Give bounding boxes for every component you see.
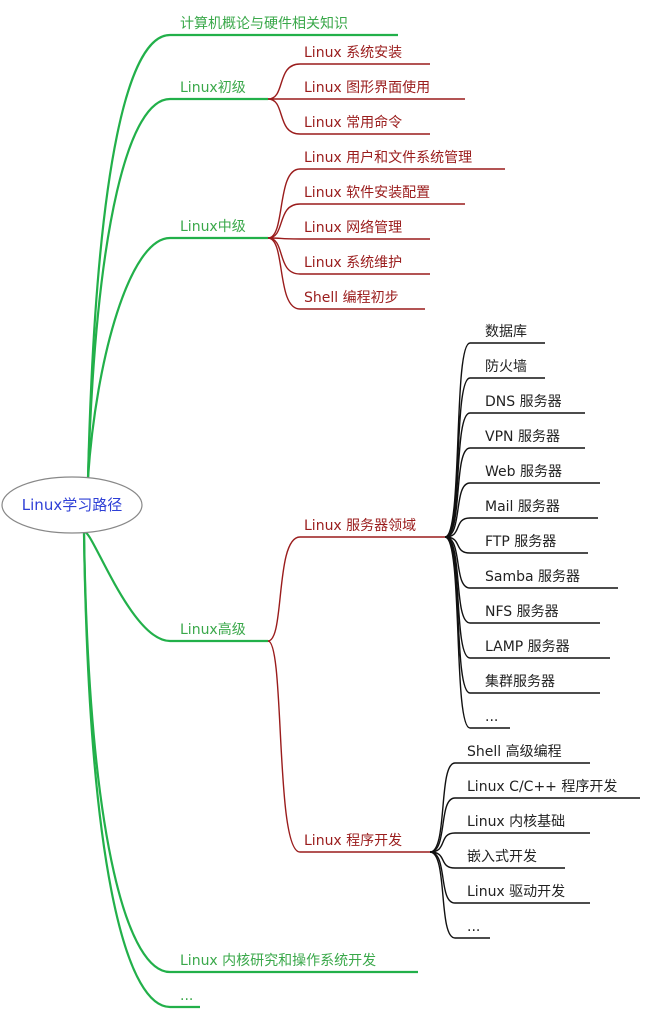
intermediate-topic-line (267, 237, 425, 310)
server-topic[interactable]: ... (485, 709, 498, 725)
branch-line-more (82, 532, 200, 1009)
basic-topic[interactable]: Linux 图形界面使用 (304, 79, 430, 96)
server-topic[interactable]: 数据库 (485, 324, 527, 340)
programming-topic-line (429, 762, 590, 853)
branch-basic[interactable]: Linux初级 (180, 79, 246, 96)
basic-topic[interactable]: Linux 系统安装 (304, 45, 402, 61)
branch-server[interactable]: Linux 服务器领域 (304, 518, 416, 534)
basic-topic-line (267, 98, 430, 135)
server-topic-line (444, 517, 598, 538)
programming-topic[interactable]: Linux C/C++ 程序开发 (467, 779, 617, 795)
branch-more[interactable]: ... (180, 988, 193, 1004)
intermediate-topic-line (267, 237, 430, 275)
server-topic[interactable]: DNS 服务器 (485, 394, 562, 410)
intermediate-topic[interactable]: Linux 软件安装配置 (304, 185, 430, 201)
programming-topic[interactable]: Linux 驱动开发 (467, 884, 565, 900)
intermediate-topic-line (267, 237, 430, 240)
intermediate-topic-line (267, 168, 505, 239)
server-topic[interactable]: 防火墙 (485, 359, 527, 375)
server-topic[interactable]: LAMP 服务器 (485, 639, 570, 655)
server-topic-line (444, 412, 585, 538)
basic-topic-line (267, 63, 430, 100)
programming-topic[interactable]: Shell 高级编程 (467, 743, 562, 760)
intermediate-topic[interactable]: Linux 用户和文件系统管理 (304, 149, 472, 166)
server-topic-line (444, 536, 588, 554)
intermediate-topic-line (267, 203, 465, 239)
server-branch-line (267, 536, 445, 642)
root-label: Linux学习路径 (22, 496, 122, 514)
branch-programming[interactable]: Linux 程序开发 (304, 833, 402, 849)
programming-topic-line (429, 851, 565, 869)
programming-topic-line (429, 832, 590, 853)
programming-branch-line (267, 640, 430, 853)
server-topic[interactable]: NFS 服务器 (485, 604, 559, 620)
branch-line-intro (86, 33, 398, 479)
branch-intro[interactable]: 计算机概论与硬件相关知识 (180, 15, 348, 32)
branch-line-kernel (82, 532, 418, 974)
intermediate-topic[interactable]: Linux 网络管理 (304, 220, 402, 236)
programming-topic[interactable]: Linux 内核基础 (467, 813, 565, 830)
branch-line-intermediate (86, 236, 268, 479)
programming-topic[interactable]: ... (467, 919, 480, 935)
programming-topic-line (429, 797, 640, 853)
branch-line-advanced (82, 531, 268, 643)
programming-topic[interactable]: 嵌入式开发 (467, 849, 537, 865)
server-topic[interactable]: Samba 服务器 (485, 569, 580, 585)
branch-kernel[interactable]: Linux 内核研究和操作系统开发 (180, 953, 376, 969)
root-node[interactable] (1, 476, 143, 534)
server-topic[interactable]: FTP 服务器 (485, 534, 556, 550)
server-topic[interactable]: VPN 服务器 (485, 429, 560, 445)
branch-line-basic (86, 97, 268, 479)
basic-topic[interactable]: Linux 常用命令 (304, 114, 402, 131)
server-topic-line (444, 536, 510, 729)
intermediate-topic[interactable]: Linux 系统维护 (304, 255, 402, 271)
branch-advanced[interactable]: Linux高级 (180, 621, 246, 638)
branch-intermediate[interactable]: Linux中级 (180, 219, 246, 235)
server-topic-line (444, 447, 585, 538)
programming-topic-line (429, 851, 490, 939)
server-topic[interactable]: Web 服务器 (485, 464, 562, 480)
server-topic-line (444, 377, 545, 538)
intermediate-topic[interactable]: Shell 编程初步 (304, 289, 399, 306)
server-topic[interactable]: 集群服务器 (485, 673, 555, 690)
server-topic-line (444, 482, 600, 538)
server-topic[interactable]: Mail 服务器 (485, 499, 560, 515)
